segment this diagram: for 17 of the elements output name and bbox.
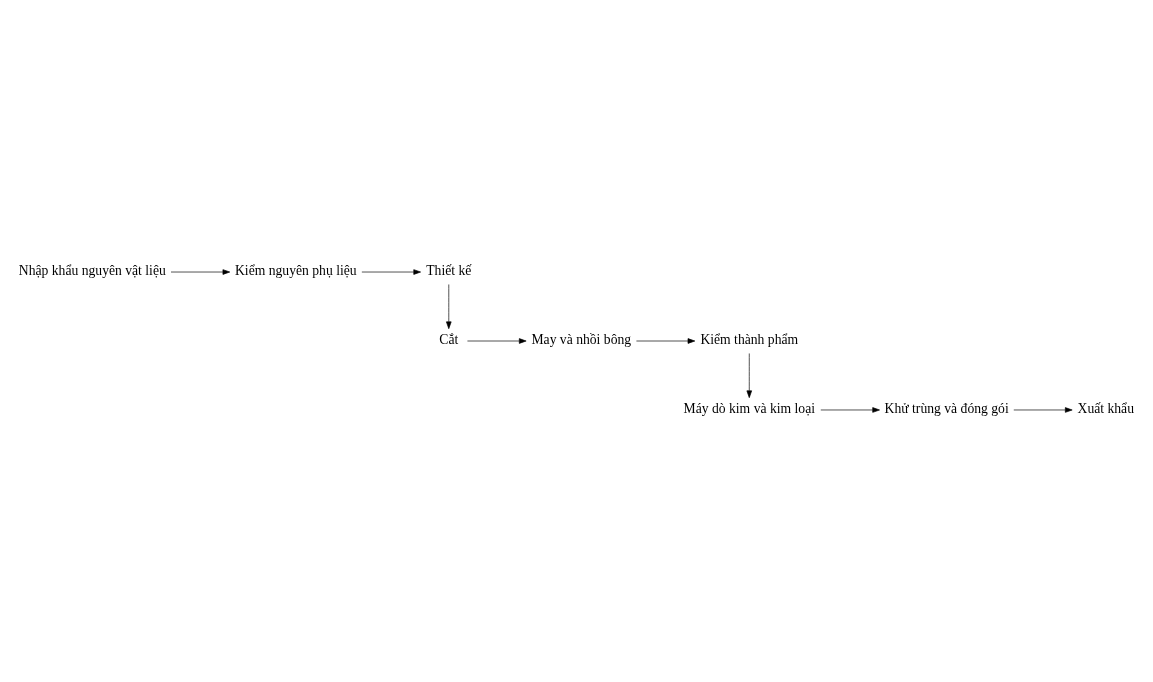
- arrow: [361, 269, 421, 275]
- node-text: May và nhồi bông: [531, 332, 632, 348]
- node-text: Xuất khẩu: [1077, 401, 1134, 417]
- node-text: Khử trùng và đóng gói: [884, 401, 1009, 417]
- node-text: Máy dò kim và kim loại: [683, 401, 816, 417]
- node-text: Nhập khẩu nguyên vật liệu: [18, 263, 166, 279]
- arrow: [746, 353, 752, 398]
- arrow: [1013, 407, 1073, 413]
- node-text: Kiểm thành phẩm: [700, 332, 799, 348]
- node-text: Kiểm nguyên phụ liệu: [235, 263, 357, 279]
- arrow: [170, 269, 231, 275]
- arrow: [820, 407, 880, 413]
- node-text: Cắt: [439, 332, 459, 348]
- arrow: [467, 338, 527, 344]
- arrow: [636, 338, 696, 344]
- node-text: Thiết kế: [426, 263, 472, 279]
- arrow: [446, 284, 452, 329]
